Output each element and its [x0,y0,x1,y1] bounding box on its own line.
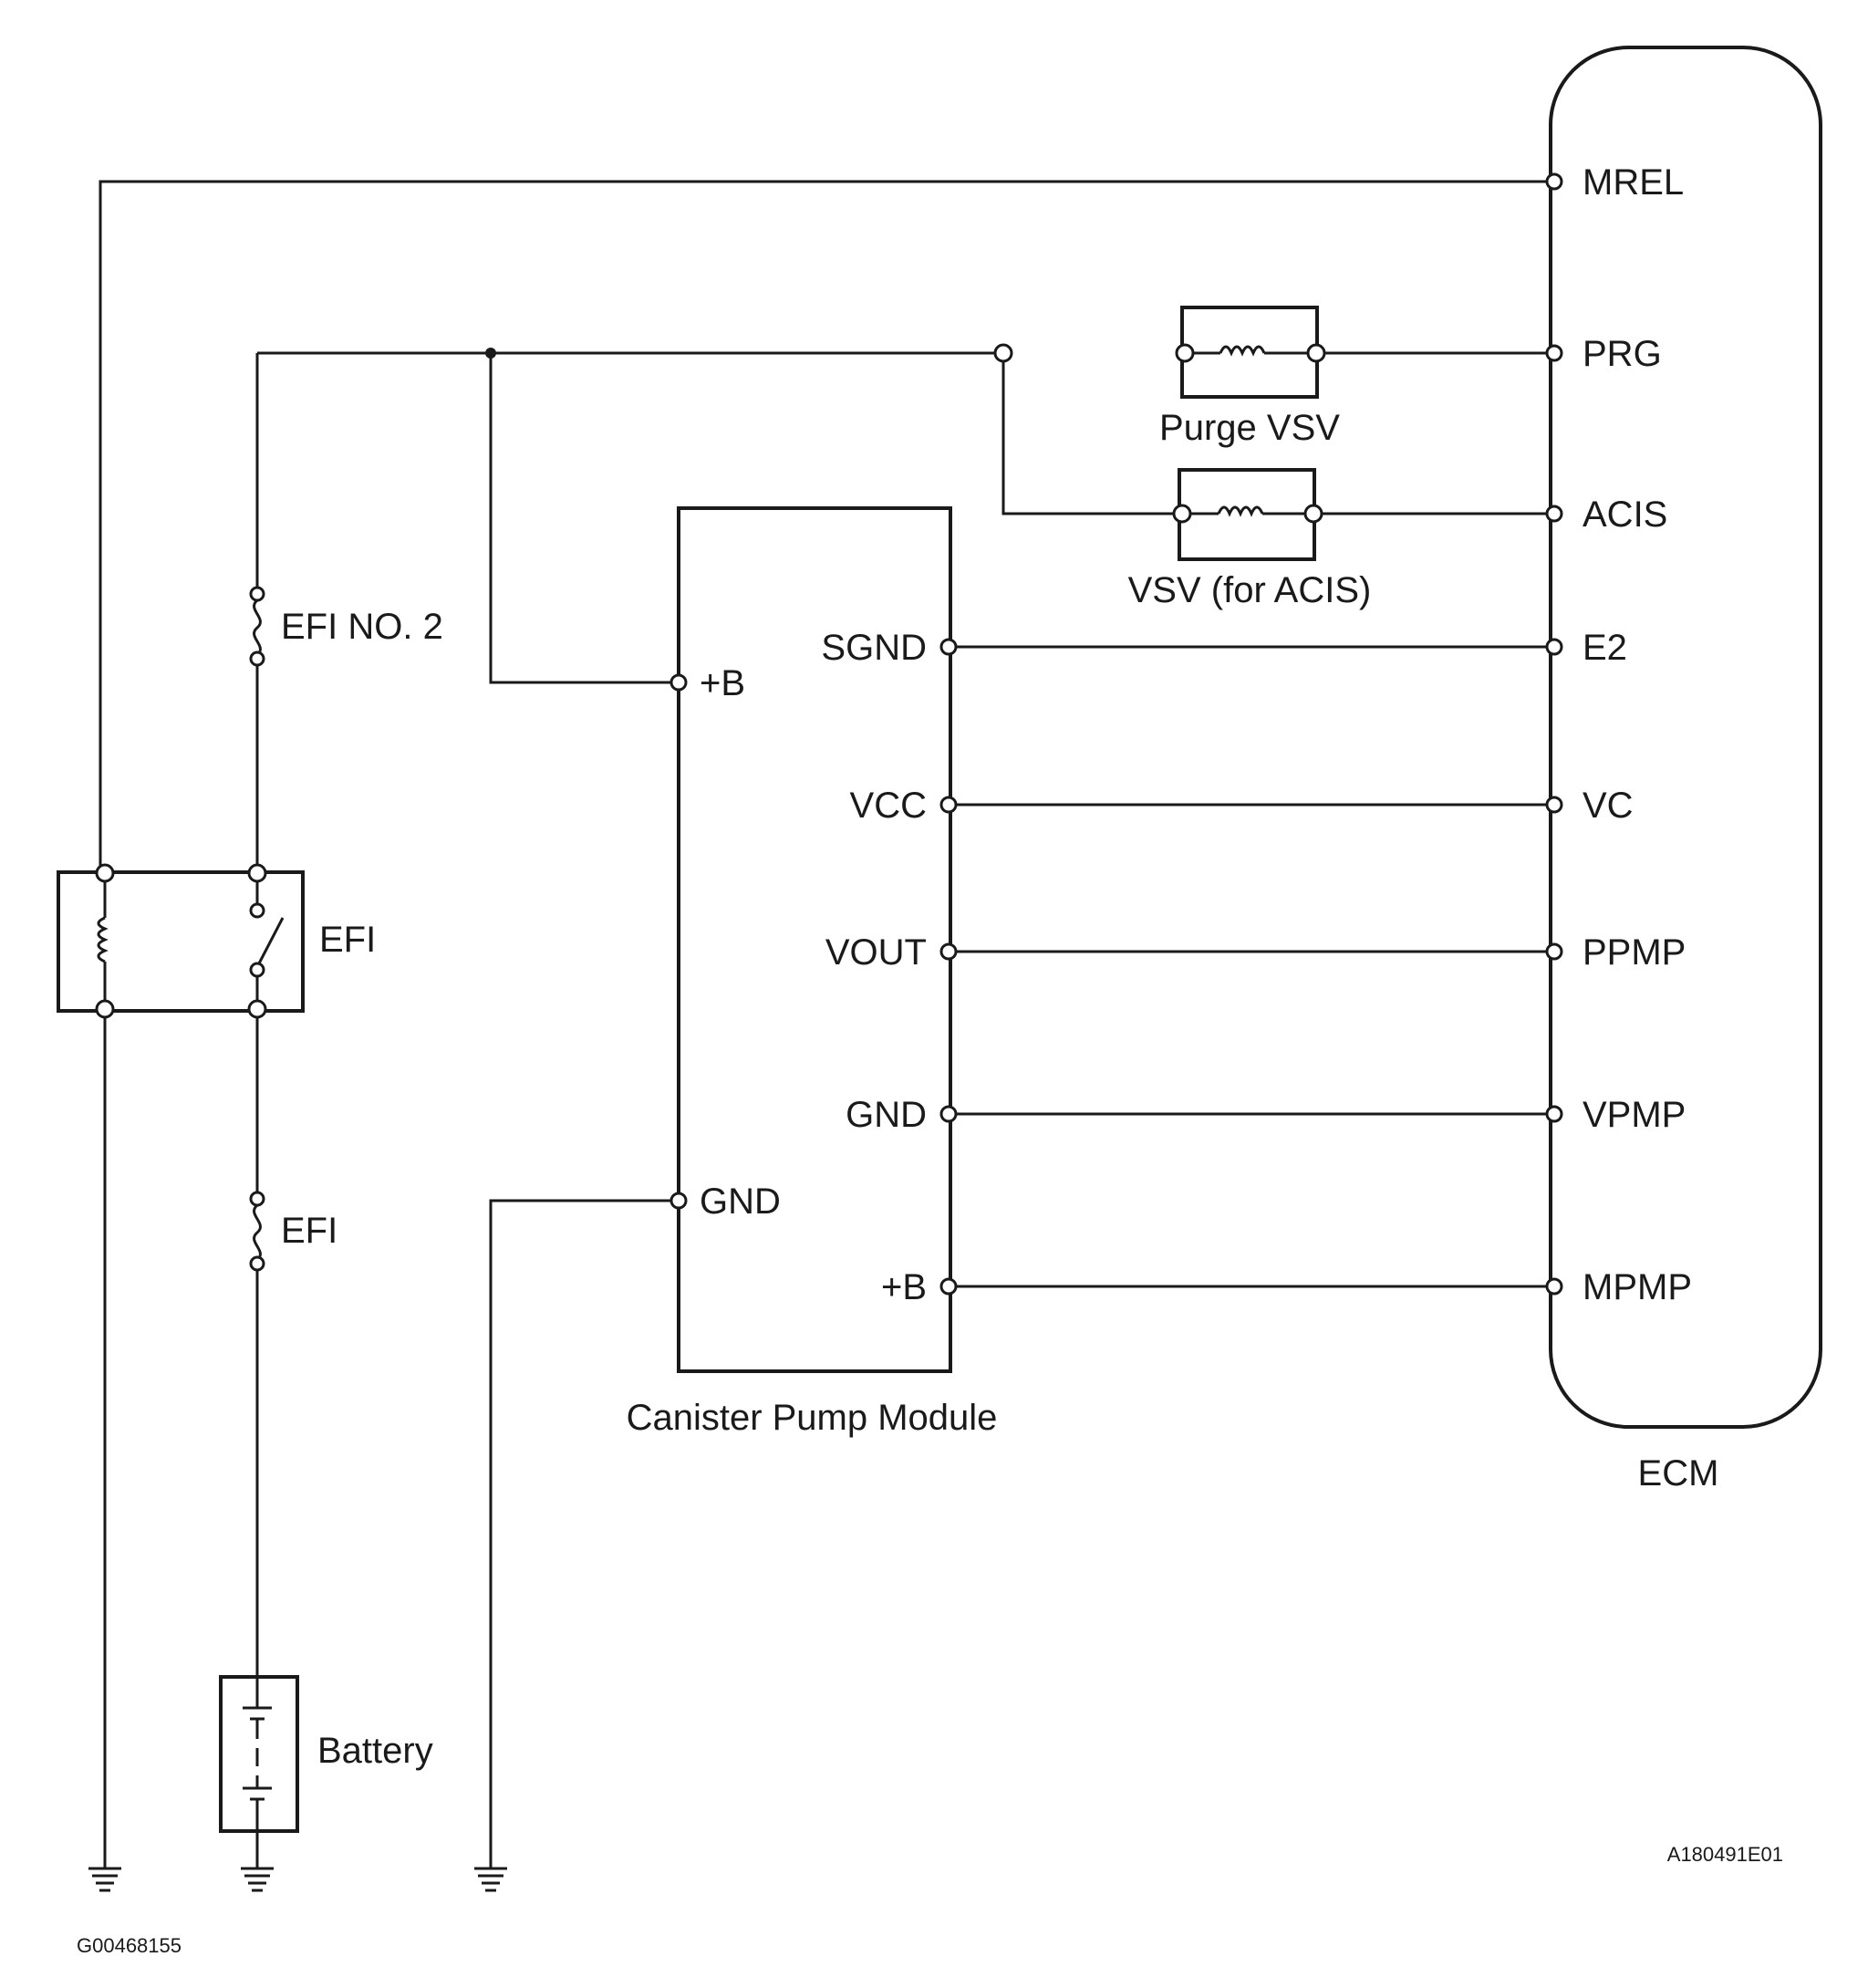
svg-text:Purge VSV: Purge VSV [1159,408,1340,448]
svg-text:VPMP: VPMP [1583,1095,1686,1135]
ecm-pin-e2: E2 [1545,628,1627,668]
fuse-efi-no2: EFI NO. 2 [249,586,443,667]
svg-text:VCC: VCC [850,786,927,826]
ecm-pin-acis: ACIS [1545,494,1667,535]
wire-supply-to-acis-branch [1001,360,1175,515]
ecm-pin-mpmp: MPMP [1545,1267,1692,1307]
ground-icon [241,1867,274,1892]
svg-text:+B: +B [700,663,745,703]
svg-text:VOUT: VOUT [825,932,927,973]
ecm-label: ECM [1638,1453,1719,1494]
pump-pin-gnd-left: GND [669,1181,781,1222]
svg-text:ACIS: ACIS [1583,494,1667,535]
svg-text:PPMP: PPMP [1583,932,1686,973]
pump-pin-vcc: VCC [850,786,1547,826]
wire-mrel [99,180,1547,867]
pump-pin-vout: VOUT [825,932,1547,973]
ecm-pin-prg: PRG [1545,334,1662,374]
svg-text:SGND: SGND [821,628,927,668]
switch-contact-icon [257,917,285,964]
pump-pin-plus-b-right: +B [881,1267,1547,1307]
svg-text:GND: GND [700,1181,781,1222]
coil-icon [1217,505,1264,517]
svg-text:EFI NO. 2: EFI NO. 2 [281,607,443,647]
svg-text:EFI: EFI [281,1211,337,1251]
svg-text:Battery: Battery [317,1731,433,1771]
figure-code: A180491E01 [1667,1843,1783,1866]
purge-vsv: Purge VSV [993,306,1547,448]
pump-pin-plus-b-left: +B [669,663,745,703]
ecm-pin-vc: VC [1545,786,1634,826]
ecm-pin-mrel: MREL [1545,162,1684,203]
svg-text:E2: E2 [1583,628,1627,668]
fuse-icon [253,1203,262,1262]
ecm-pin-vpmp: VPMP [1545,1095,1686,1135]
svg-text:VC: VC [1583,786,1634,826]
wire-supply-to-pump-b [489,353,671,684]
canister-pump-module-box [677,506,952,1373]
svg-text:EFI: EFI [319,920,376,960]
pump-pin-gnd-right: GND [846,1095,1547,1135]
wire-pump-gnd [489,1199,671,1868]
ground-icon [474,1867,507,1892]
svg-text:MREL: MREL [1583,162,1684,203]
ecm-pin-ppmp: PPMP [1545,932,1686,973]
fuse-icon [253,598,262,657]
relay-coil-icon [97,916,109,963]
image-code: G00468155 [77,1934,182,1957]
pump-pin-sgnd: SGND [821,628,1547,668]
svg-text:GND: GND [846,1095,927,1135]
fuse-efi: EFI [249,1191,337,1272]
vsv-acis: VSV (for ACIS) [1128,468,1547,610]
svg-text:VSV (for ACIS): VSV (for ACIS) [1128,570,1372,610]
canister-pump-module-label: Canister Pump Module [627,1398,998,1438]
coil-icon [1219,345,1266,357]
relay-efi: EFI [57,863,376,1019]
svg-text:MPMP: MPMP [1583,1267,1692,1307]
ground-icon [88,1867,121,1892]
svg-text:+B: +B [881,1267,927,1307]
battery: Battery [219,1675,433,1833]
ecm-box [1549,46,1822,1429]
svg-text:PRG: PRG [1583,334,1662,374]
